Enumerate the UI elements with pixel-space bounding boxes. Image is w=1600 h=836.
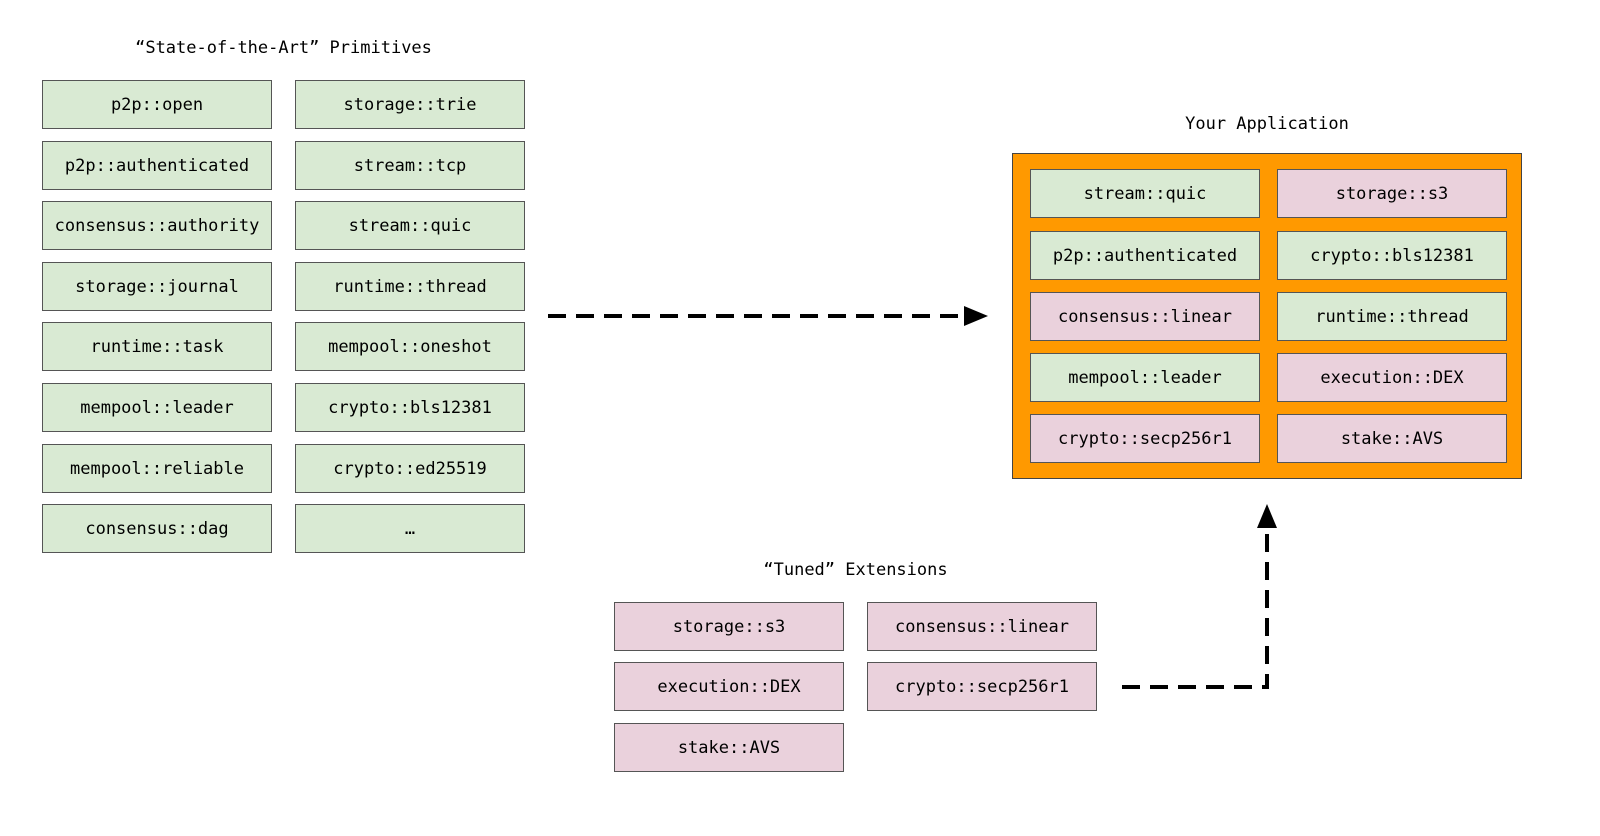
primitive-box: stream::quic [295, 201, 525, 250]
application-box: execution::DEX [1277, 353, 1507, 402]
primitive-box: storage::trie [295, 80, 525, 129]
primitive-box: storage::journal [42, 262, 272, 311]
extension-box: consensus::linear [867, 602, 1097, 651]
primitive-box: stream::tcp [295, 141, 525, 190]
primitive-box: consensus::authority [42, 201, 272, 250]
extension-box: stake::AVS [614, 723, 844, 772]
primitive-box: consensus::dag [42, 504, 272, 553]
primitive-box: mempool::leader [42, 383, 272, 432]
primitive-box: crypto::bls12381 [295, 383, 525, 432]
primitive-box: mempool::reliable [42, 444, 272, 493]
extensions-to-app-arrow [1122, 504, 1277, 689]
application-box: consensus::linear [1030, 292, 1260, 341]
primitive-box: p2p::open [42, 80, 272, 129]
primitives-title: “State-of-the-Art” Primitives [135, 38, 432, 58]
application-box: p2p::authenticated [1030, 231, 1260, 280]
application-title: Your Application [1185, 114, 1349, 134]
extension-box: crypto::secp256r1 [867, 662, 1097, 711]
primitive-box: … [295, 504, 525, 553]
primitives-to-app-arrow [548, 306, 988, 326]
application-box: runtime::thread [1277, 292, 1507, 341]
primitive-box: runtime::thread [295, 262, 525, 311]
primitive-box: runtime::task [42, 322, 272, 371]
application-box: crypto::bls12381 [1277, 231, 1507, 280]
application-box: storage::s3 [1277, 169, 1507, 218]
application-box: stream::quic [1030, 169, 1260, 218]
extensions-title: “Tuned” Extensions [763, 560, 948, 580]
application-box: stake::AVS [1277, 414, 1507, 463]
primitive-box: mempool::oneshot [295, 322, 525, 371]
extension-box: storage::s3 [614, 602, 844, 651]
primitive-box: crypto::ed25519 [295, 444, 525, 493]
extension-box: execution::DEX [614, 662, 844, 711]
primitive-box: p2p::authenticated [42, 141, 272, 190]
application-box: crypto::secp256r1 [1030, 414, 1260, 463]
application-box: mempool::leader [1030, 353, 1260, 402]
